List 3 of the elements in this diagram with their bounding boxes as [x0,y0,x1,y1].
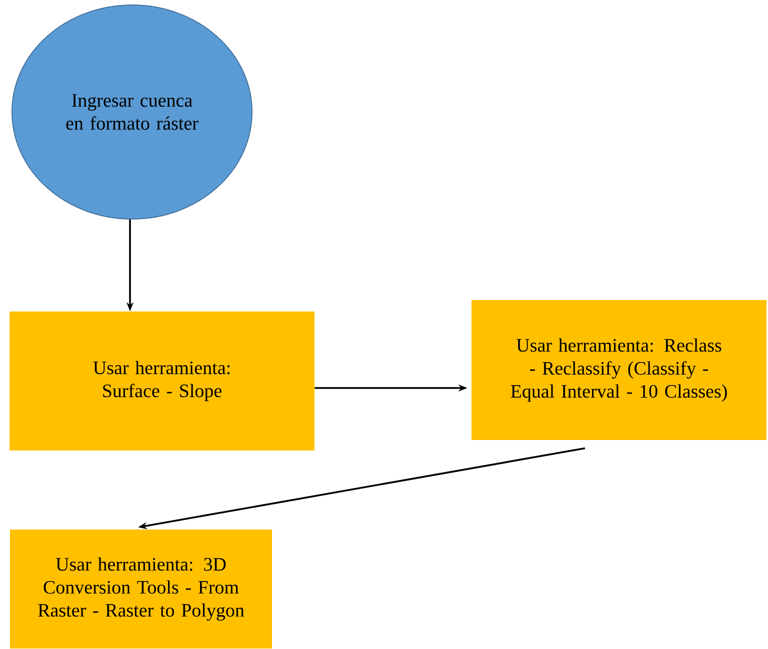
process-box: Usar herramienta: 3D Conversion Tools - From Raster - Raster to Polygon [10,530,272,648]
process-box: Usar herramienta: Reclass - Reclassify (Classify - Equal Interval - 10 Classes) [472,300,766,440]
process-box: Usar herramienta: Surface - Slope [10,312,314,450]
